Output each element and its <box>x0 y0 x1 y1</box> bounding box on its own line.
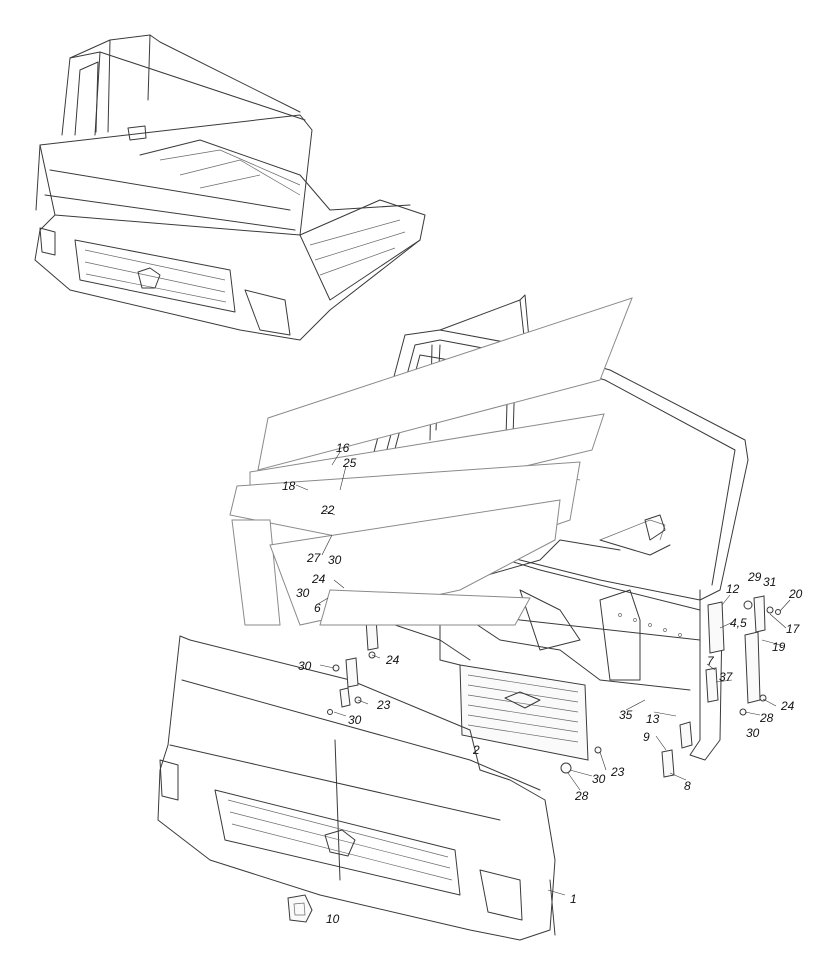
callout-27: 27 <box>306 551 322 565</box>
callout-30d: 30 <box>348 713 362 727</box>
callout-16: 16 <box>336 441 350 455</box>
callout-24b: 24 <box>385 653 400 667</box>
callout-30f: 30 <box>746 726 760 740</box>
callout-18: 18 <box>282 479 296 493</box>
emblem-10 <box>287 894 313 923</box>
callout-10: 10 <box>326 912 340 926</box>
leader-lines <box>295 451 791 896</box>
callout-8: 8 <box>684 779 691 793</box>
callout-30e: 30 <box>592 772 606 786</box>
callout-1: 1 <box>570 892 577 906</box>
callout-28b: 28 <box>759 711 774 725</box>
callout-22: 22 <box>320 503 335 517</box>
grille-panel-13 <box>459 664 589 761</box>
callout-30c: 30 <box>298 659 312 673</box>
callout-12: 12 <box>726 582 740 596</box>
front-panel-1 <box>157 635 556 941</box>
callout-4-5: 4,5 <box>730 616 747 630</box>
callout-13: 13 <box>646 712 660 726</box>
callout-20: 20 <box>788 587 803 601</box>
callout-29: 29 <box>747 570 762 584</box>
callout-labels: 1 2 4,5 6 7 8 9 10 12 13 16 17 18 19 20 … <box>282 441 803 926</box>
watermark-logo <box>229 297 633 626</box>
callout-31: 31 <box>763 575 776 589</box>
callout-28a: 28 <box>574 789 589 803</box>
callout-30b: 30 <box>296 586 310 600</box>
assembled-cab-drawing <box>34 34 426 341</box>
callout-19: 19 <box>772 640 786 654</box>
callout-6: 6 <box>314 601 321 615</box>
callout-9: 9 <box>643 730 650 744</box>
callout-23b: 23 <box>610 765 625 779</box>
callout-2: 2 <box>472 743 480 757</box>
callout-30a: 30 <box>328 553 342 567</box>
callout-35: 35 <box>619 708 633 722</box>
callout-25: 25 <box>342 456 357 470</box>
callout-7: 7 <box>707 654 715 668</box>
callout-23a: 23 <box>376 698 391 712</box>
callout-37: 37 <box>719 670 734 684</box>
callout-24c: 24 <box>780 699 795 713</box>
callout-24a: 24 <box>311 572 326 586</box>
callout-17: 17 <box>786 622 801 636</box>
